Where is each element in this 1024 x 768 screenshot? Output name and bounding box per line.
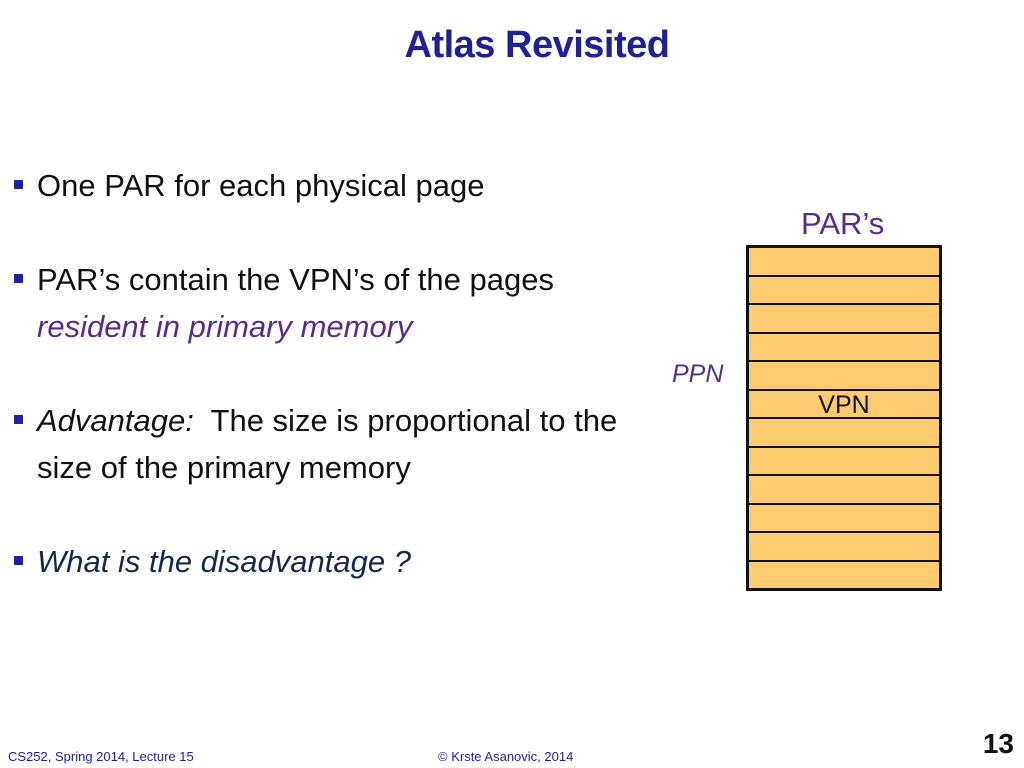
par-row xyxy=(749,562,939,589)
par-row xyxy=(749,362,939,391)
par-table: VPN xyxy=(746,245,942,591)
ppn-label: PPN xyxy=(672,360,724,388)
footer-course: CS252, Spring 2014, Lecture 15 xyxy=(8,749,194,764)
bullet-item-par-contents: PAR’s contain the VPN’s of the pages res… xyxy=(10,256,660,350)
square-bullet-icon xyxy=(14,556,23,565)
square-bullet-icon xyxy=(14,274,23,283)
par-row xyxy=(749,334,939,362)
bullet-lead: Advantage: xyxy=(37,403,194,438)
par-row xyxy=(749,476,939,505)
bullet-text: One PAR for each physical page xyxy=(37,168,485,203)
square-bullet-icon xyxy=(14,415,23,424)
bullet-item-one-par: One PAR for each physical page xyxy=(10,162,660,209)
par-row xyxy=(749,533,939,562)
par-table-label: PAR’s xyxy=(801,206,885,241)
par-row xyxy=(749,419,939,448)
footer-copyright: © Krste Asanovic, 2014 xyxy=(438,749,574,764)
slide-title: Atlas Revisited xyxy=(404,24,670,66)
par-row xyxy=(749,277,939,305)
bullet-text: PAR’s contain the VPN’s of the pages xyxy=(37,262,554,297)
page-number: 13 xyxy=(982,728,1014,759)
par-row xyxy=(749,448,939,476)
par-row xyxy=(749,248,939,277)
par-row xyxy=(749,505,939,533)
bullet-item-advantage: Advantage: The size is proportional to t… xyxy=(10,397,660,491)
par-row xyxy=(749,305,939,334)
bullet-item-disadvantage: What is the disadvantage ? xyxy=(10,538,660,585)
par-row-vpn: VPN xyxy=(749,390,939,419)
bullet-emphasis: resident in primary memory xyxy=(37,309,413,344)
bullet-text: The size is proportional to the size of … xyxy=(37,403,626,485)
bullet-question: What is the disadvantage ? xyxy=(37,544,411,579)
vpn-label: VPN xyxy=(818,390,870,419)
bullet-list: One PAR for each physical page PAR’s con… xyxy=(10,162,660,632)
square-bullet-icon xyxy=(14,180,23,189)
